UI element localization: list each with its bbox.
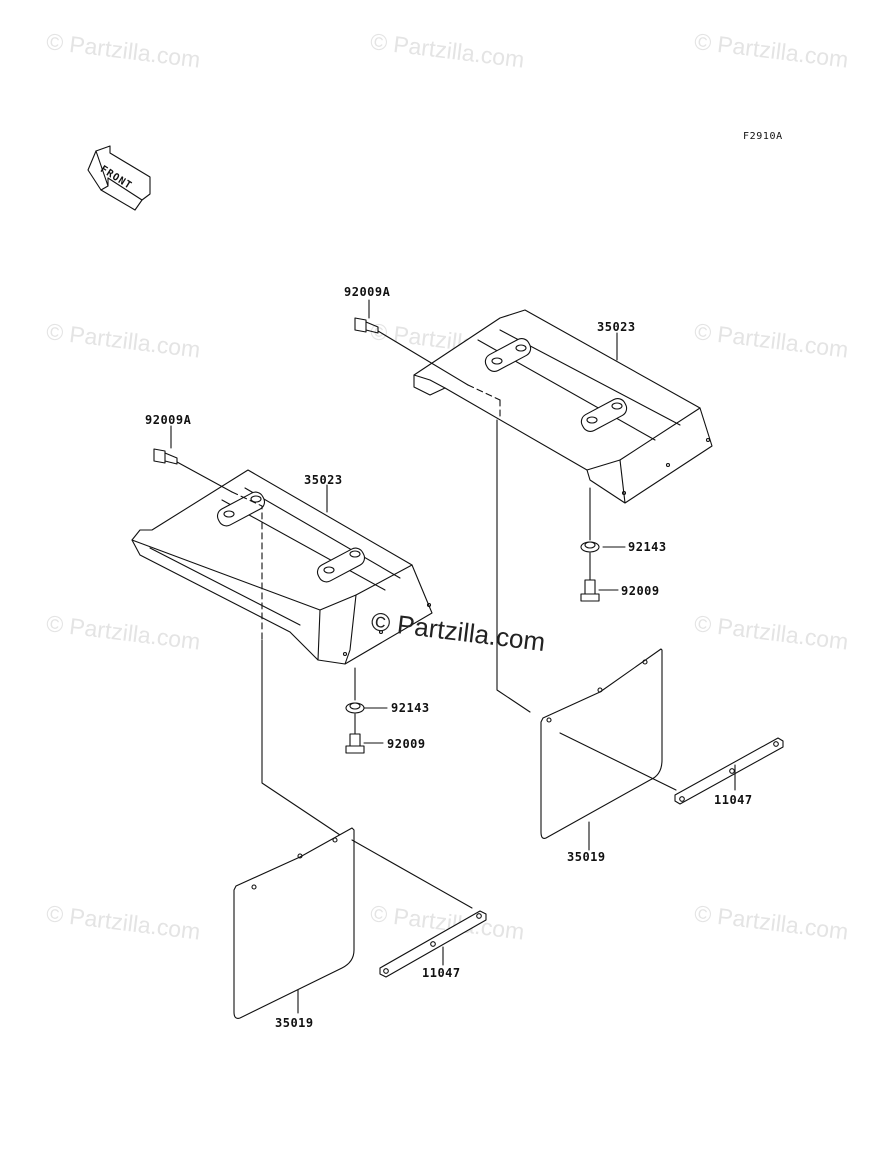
part-label-92143[interactable]: 92143 <box>628 540 667 554</box>
collar-lower-left <box>345 702 365 714</box>
part-label-92009A[interactable]: 92009A <box>145 413 192 427</box>
bracket-upper-right <box>674 737 784 805</box>
diagram-id: F2910A <box>743 131 783 142</box>
mud-flap-upper-right <box>540 648 663 839</box>
part-label-35019[interactable]: 35019 <box>275 1016 314 1030</box>
bolt-lower-left-top <box>153 448 178 465</box>
part-label-92009A[interactable]: 92009A <box>344 285 391 299</box>
bolt-upper-right-bottom <box>580 579 600 602</box>
collar-upper-right <box>580 541 600 553</box>
fender-lower-left <box>131 469 433 665</box>
fender-upper-right <box>413 309 713 504</box>
part-label-11047[interactable]: 11047 <box>422 966 461 980</box>
part-label-35023[interactable]: 35023 <box>304 473 343 487</box>
part-label-92009[interactable]: 92009 <box>387 737 426 751</box>
part-label-92143[interactable]: 92143 <box>391 701 430 715</box>
part-label-92009[interactable]: 92009 <box>621 584 660 598</box>
bolt-lower-left-bottom <box>345 733 365 754</box>
mud-flap-lower-left <box>233 827 355 1019</box>
bracket-lower-left <box>379 910 487 978</box>
bolt-upper-right-top <box>354 317 379 334</box>
front-arrow-icon <box>87 145 151 211</box>
part-label-35019[interactable]: 35019 <box>567 850 606 864</box>
part-label-11047[interactable]: 11047 <box>714 793 753 807</box>
part-label-35023[interactable]: 35023 <box>597 320 636 334</box>
